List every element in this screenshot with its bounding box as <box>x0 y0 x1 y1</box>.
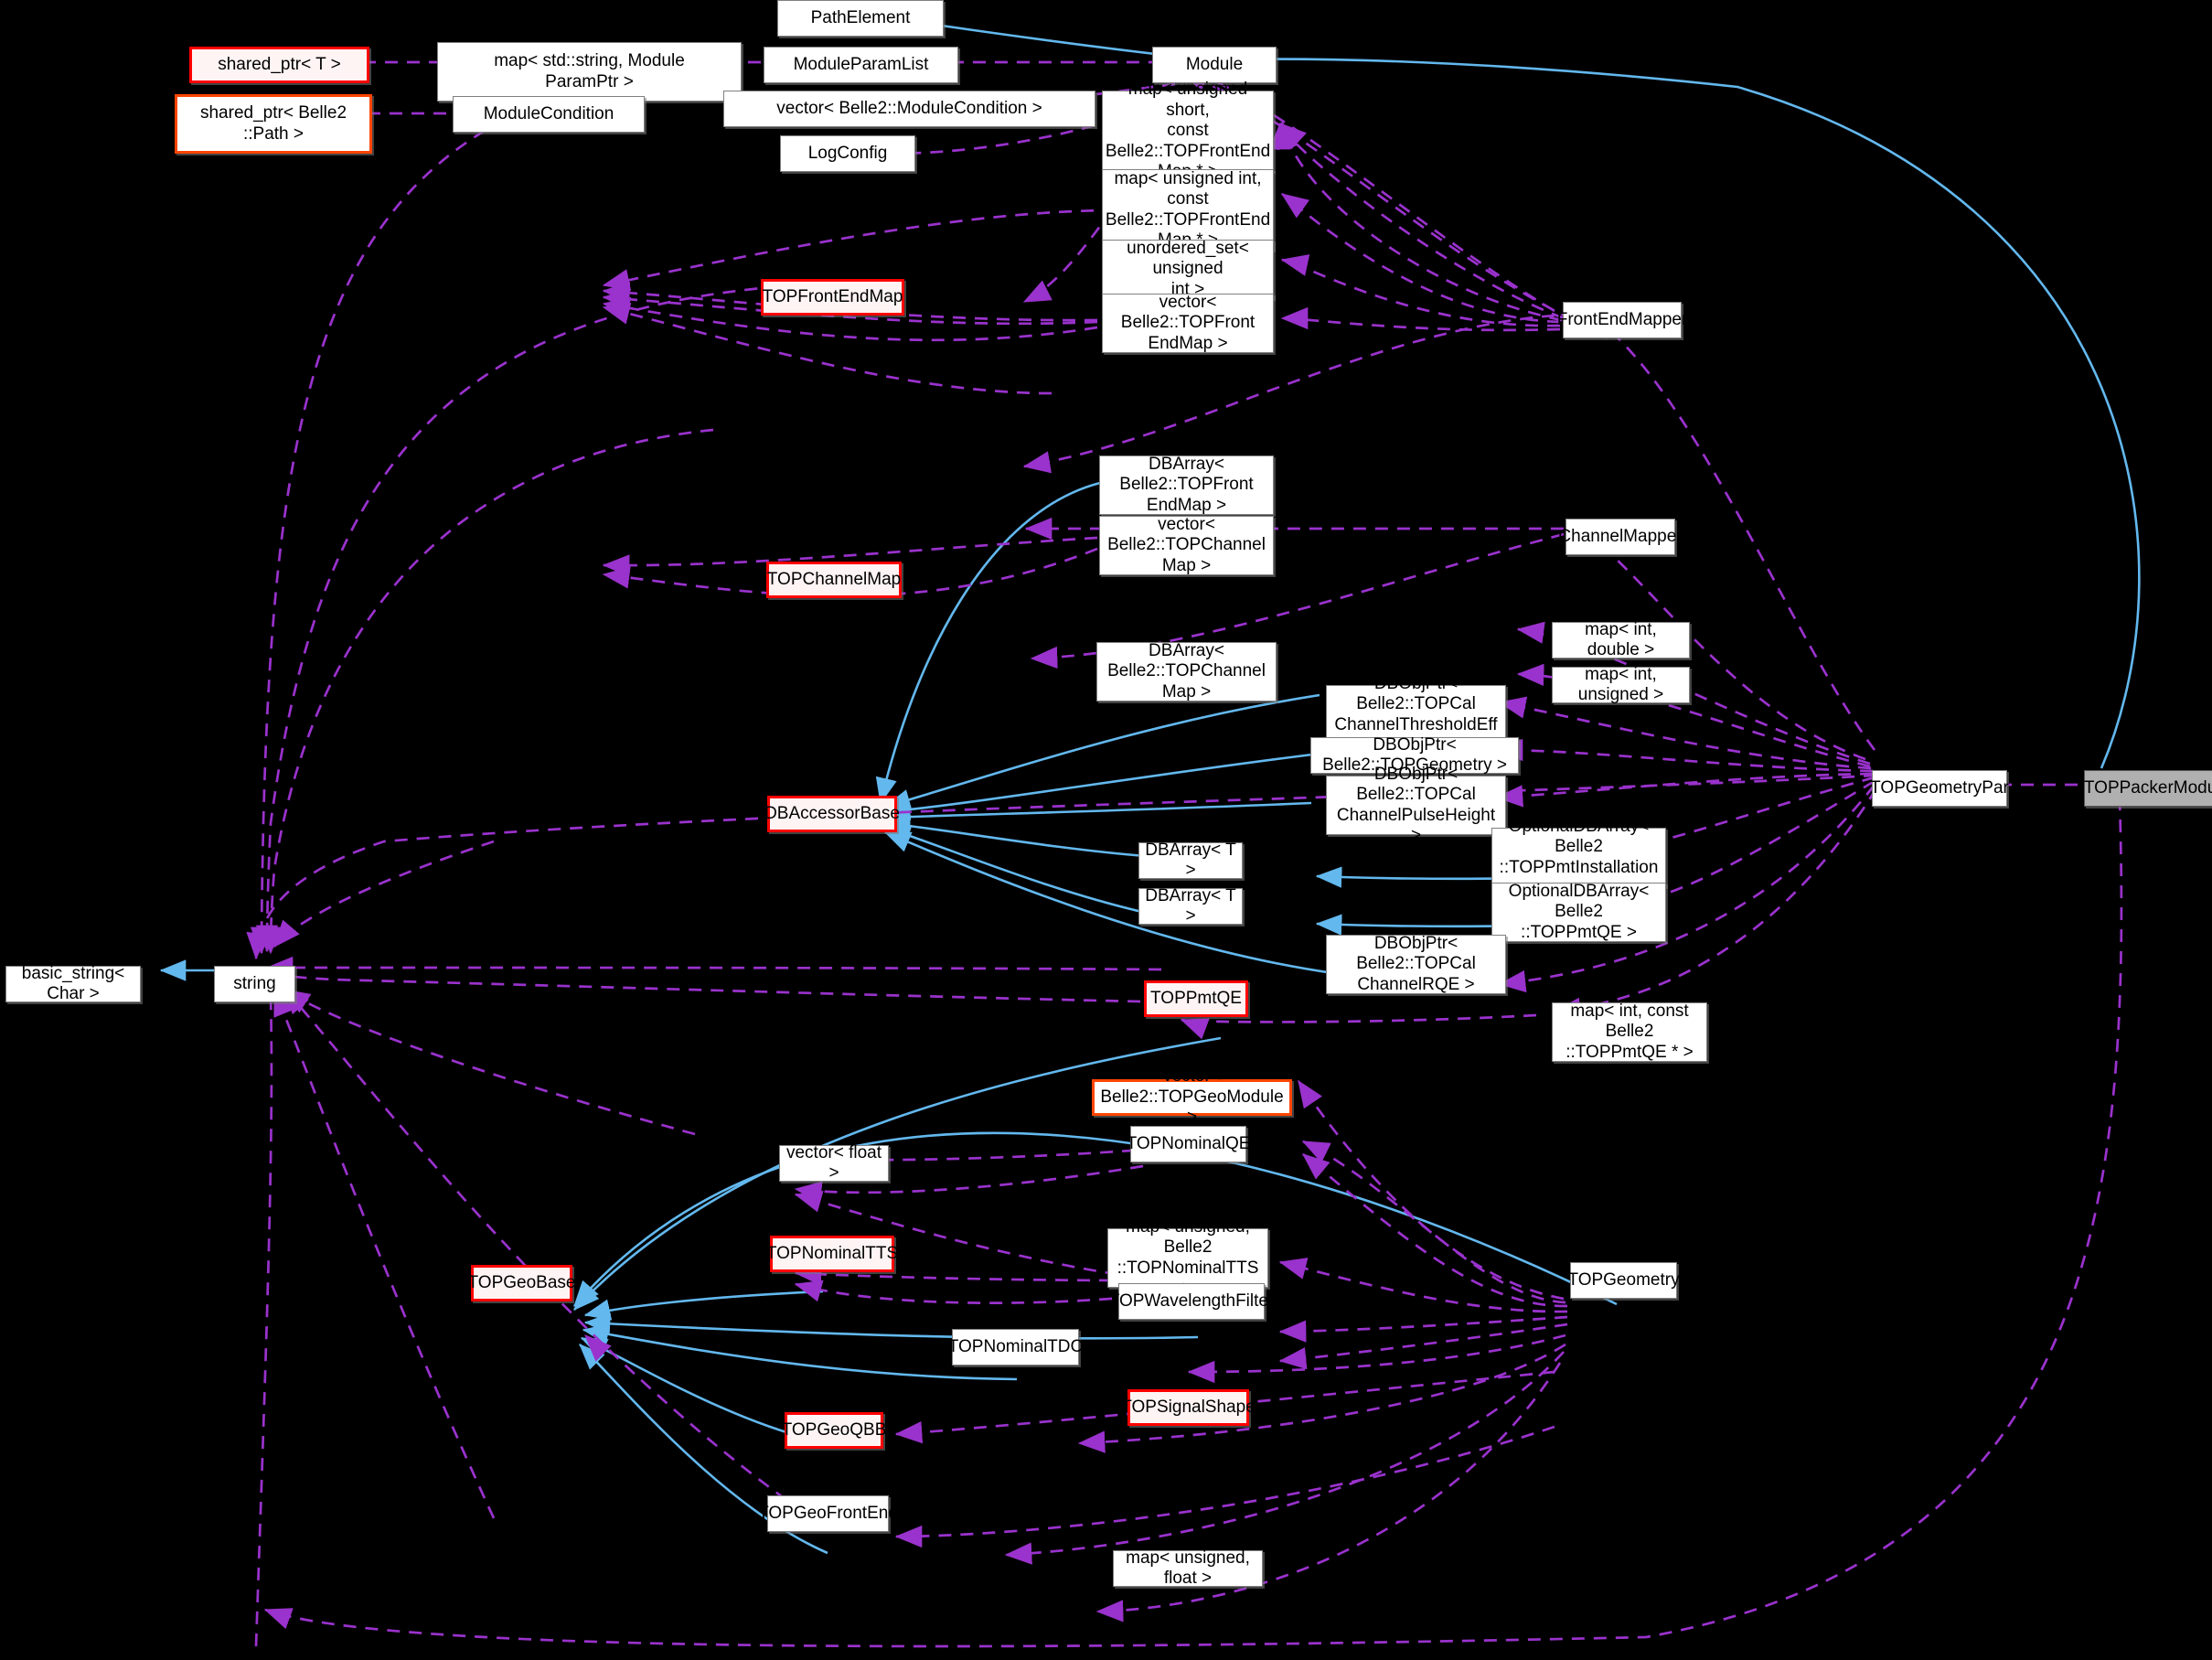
node-top-signal-shape[interactable]: TOPSignalShape <box>1121 1389 1256 1426</box>
node-channel-mapper[interactable]: ChannelMapper <box>1558 519 1683 555</box>
node-top-wavelength-filter[interactable]: TOPWavelengthFilter <box>1109 1283 1274 1320</box>
node-unordered-set-u-int[interactable]: unordered_set< unsigned int > <box>1102 239 1274 299</box>
node-db-array-channel-map[interactable]: DBArray< Belle2::TOPChannel Map > <box>1096 641 1277 701</box>
node-opt-d-b-array-pmt-inst[interactable]: OptionalDBArray< Belle2 ::TOPPmtInstalla… <box>1491 817 1666 897</box>
node-sharedptr-t[interactable]: shared_ptr< T > <box>189 47 369 83</box>
node-map-unsigned-float[interactable]: map< unsigned, float > <box>1113 1548 1263 1588</box>
node-db-obj-t-o-p-geometry[interactable]: DBObjPtr< Belle2::TOPGeometry > <box>1310 735 1519 775</box>
node-map-string-module-param[interactable]: map< std::string, Module ParamPtr > <box>437 42 742 102</box>
node-module-param-list[interactable]: ModuleParamList <box>764 47 958 83</box>
node-vector-float[interactable]: vector< float > <box>779 1143 889 1183</box>
node-db-array-t1[interactable]: DBArray< T > <box>1138 841 1243 880</box>
node-top-packer-module[interactable]: TOPPackerModule <box>2084 770 2212 807</box>
node-top-front-end-map[interactable]: TOPFrontEndMap <box>761 279 904 316</box>
node-front-end-mapper[interactable]: FrontEndMapper <box>1557 302 1687 338</box>
node-log-config[interactable]: LogConfig <box>780 135 915 172</box>
node-top-nominal-q-e[interactable]: TOPNominalQE <box>1127 1126 1250 1162</box>
node-db-accessor-base[interactable]: DBAccessorBase <box>764 796 900 832</box>
node-top-nominal-t-t-s[interactable]: TOPNominalTTS <box>766 1236 898 1272</box>
node-db-array-t2[interactable]: DBArray< T > <box>1138 886 1243 926</box>
node-opt-d-b-array-pmt-q-e[interactable]: OptionalDBArray< Belle2 ::TOPPmtQE > <box>1491 882 1666 942</box>
node-vector-t-o-p-channel-map[interactable]: vector< Belle2::TOPChannel Map > <box>1099 515 1274 575</box>
node-top-channel-map[interactable]: TOPChannelMap <box>766 562 902 598</box>
node-map-u-short-front-end[interactable]: map< unsigned short, const Belle2::TOPFr… <box>1102 80 1274 181</box>
node-basic-string-char[interactable]: basic_string< Char > <box>5 964 141 1003</box>
node-db-obj-pulse-height[interactable]: DBObjPtr< Belle2::TOPCal ChannelPulseHei… <box>1326 765 1506 845</box>
node-sharedptr-path[interactable]: shared_ptr< Belle2 ::Path > <box>175 94 372 154</box>
node-top-nominal-t-d-c[interactable]: TOPNominalTDC <box>948 1329 1083 1365</box>
node-module-condition[interactable]: ModuleCondition <box>453 96 645 133</box>
node-db-obj-channel-r-q-e[interactable]: DBObjPtr< Belle2::TOPCal ChannelRQE > <box>1326 934 1506 994</box>
node-vector-t-o-p-front-end-map[interactable]: vector< Belle2::TOPFront EndMap > <box>1102 293 1274 353</box>
node-map-int-double[interactable]: map< int, double > <box>1552 620 1690 659</box>
node-db-array-front-end-map[interactable]: DBArray< Belle2::TOPFront EndMap > <box>1099 455 1274 515</box>
node-top-geo-q-b-b[interactable]: TOPGeoQBB <box>782 1412 886 1449</box>
node-vector-module-condition[interactable]: vector< Belle2::ModuleCondition > <box>723 91 1095 127</box>
node-string[interactable]: string <box>214 966 295 1002</box>
node-module[interactable]: Module <box>1152 47 1277 83</box>
node-path-element[interactable]: PathElement <box>777 0 944 37</box>
node-map-int-unsigned[interactable]: map< int, unsigned > <box>1552 665 1690 704</box>
node-map-unsigned-nominal-t-t-s[interactable]: map< unsigned, Belle2 ::TOPNominalTTS > <box>1107 1217 1268 1298</box>
node-top-geometry[interactable]: TOPGeometry <box>1567 1262 1680 1299</box>
node-top-pmt-q-e[interactable]: TOPPmtQE <box>1144 980 1248 1017</box>
node-top-geo-front-end[interactable]: TOPGeoFrontEnd <box>758 1495 898 1532</box>
node-top-geometry-par[interactable]: TOPGeometryPar <box>1870 770 2009 807</box>
node-top-geo-base[interactable]: TOPGeoBase <box>468 1265 575 1301</box>
node-map-int-pmt-q-e[interactable]: map< int, const Belle2 ::TOPPmtQE * > <box>1552 1001 1707 1062</box>
node-vector-geo-module[interactable]: vector< Belle2::TOPGeoModule > <box>1092 1066 1292 1127</box>
